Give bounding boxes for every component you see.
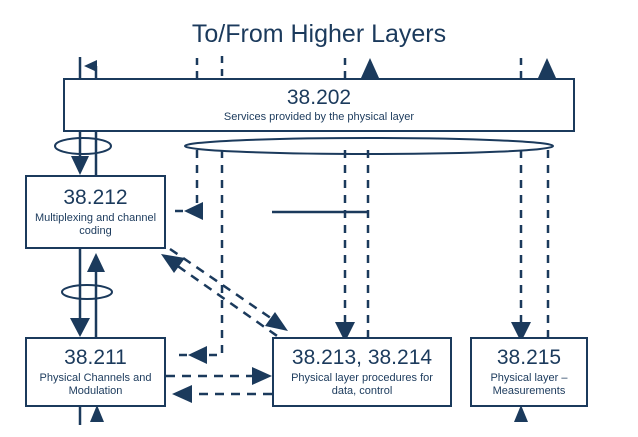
node-38215[interactable]: 38.215 Physical layer – Measurements xyxy=(470,337,588,407)
node-38211-description: Physical Channels and Modulation xyxy=(39,372,152,397)
node-38202[interactable]: 38.202 Services provided by the physical… xyxy=(63,78,575,132)
diagram-title: To/From Higher Layers xyxy=(191,20,447,48)
node-38213-38214[interactable]: 38.213, 38.214 Physical layer procedures… xyxy=(272,337,452,407)
node-38213-38214-description: Physical layer procedures for data, cont… xyxy=(291,372,433,397)
node-38212-description: Multiplexing and channel coding xyxy=(34,212,157,237)
node-38202-description: Services provided by the physical layer xyxy=(223,111,415,123)
node-38215-description: Physical layer – Measurements xyxy=(490,372,568,397)
node-38212-id: 38.212 xyxy=(63,186,128,209)
node-38212[interactable]: 38.212 Multiplexing and channel coding xyxy=(25,175,166,249)
node-38211[interactable]: 38.211 Physical Channels and Modulation xyxy=(25,337,166,407)
node-38215-id: 38.215 xyxy=(496,346,562,369)
node-38211-id: 38.211 xyxy=(64,346,127,369)
node-38202-id: 38.202 xyxy=(286,86,352,109)
node-38213-38214-id: 38.213, 38.214 xyxy=(291,346,433,369)
